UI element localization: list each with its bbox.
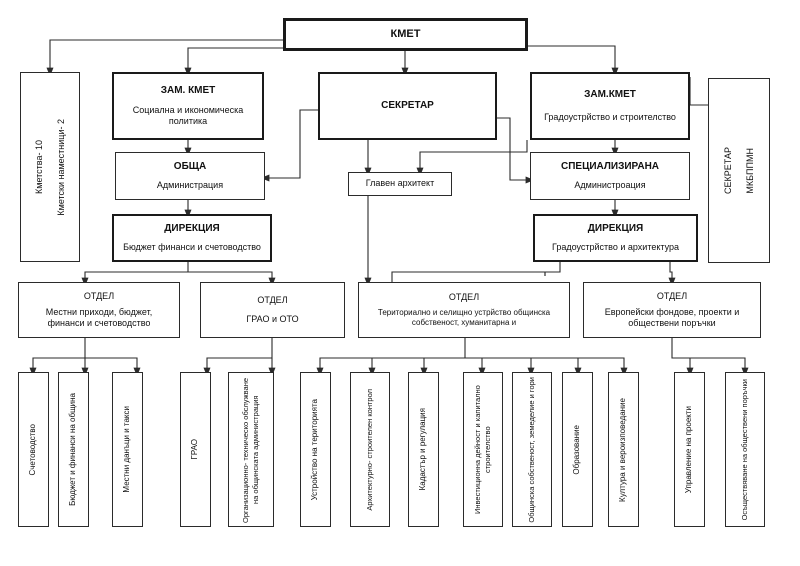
node-deputy-mayor-urban[interactable]: ЗАМ.КМЕТ Градоустрйство и строителство	[530, 72, 690, 140]
unit-box[interactable]: Кадастър и регулация	[408, 372, 439, 527]
node-deputy-mayor-social-subtitle: Социална и икономическа политика	[132, 105, 244, 127]
node-directorate-urban[interactable]: ДИРЕКЦИЯ Градоустрйство и архитектура	[533, 214, 698, 262]
node-secretary-mkbppmn[interactable]: СЕКРЕТАР МКБППМН	[708, 78, 770, 263]
department-title: ОТДЕЛ	[656, 290, 688, 301]
unit-box[interactable]: Устройство на територията	[300, 372, 331, 527]
unit-label: Управление на проекти	[684, 405, 694, 494]
department-box[interactable]: ОТДЕЛ Европейски фондове, проекти и обще…	[583, 282, 761, 338]
node-specialized-administration-title: СПЕЦИАЛИЗИРАНА	[560, 161, 660, 173]
department-subtitle: Европейски фондове, проекти и обществени…	[604, 306, 740, 329]
unit-label: Архитектурно- строителен контрол	[364, 388, 374, 511]
department-box[interactable]: ОТДЕЛ Местни приходи, бюджет, финанси и …	[18, 282, 180, 338]
node-general-administration[interactable]: ОБЩА Администрация	[115, 152, 265, 200]
unit-label: Бюджет и финанси на община	[68, 393, 78, 506]
node-chief-architect[interactable]: Главен архитект	[348, 172, 452, 196]
unit-box[interactable]: Архитектурно- строителен контрол	[350, 372, 390, 527]
node-deputy-mayor-urban-subtitle: Градоустрйство и строителство	[544, 111, 676, 122]
unit-label: Организационно- техническо обслужване на…	[240, 377, 260, 523]
department-title: ОТДЕЛ	[83, 290, 115, 301]
unit-label: Осъществяване на обществени поръчки	[739, 378, 749, 521]
department-subtitle: ГРАО и ОТО	[246, 314, 299, 324]
node-secretary-mkbppmn-line1: СЕКРЕТАР	[722, 147, 733, 194]
unit-box[interactable]: Бюджет и финанси на община	[58, 372, 89, 527]
node-deputy-mayor-social-title: ЗАМ. КМЕТ	[160, 84, 216, 96]
unit-label: Счетоводство	[28, 423, 38, 476]
unit-box[interactable]: Счетоводство	[18, 372, 49, 527]
node-mayor-title: КМЕТ	[390, 27, 421, 40]
node-deputy-mayor-social[interactable]: ЗАМ. КМЕТ Социална и икономическа полити…	[112, 72, 264, 140]
unit-box[interactable]: Осъществяване на обществени поръчки	[725, 372, 765, 527]
node-directorate-urban-subtitle: Градоустрйство и архитектура	[551, 241, 680, 252]
department-box[interactable]: ОТДЕЛ ГРАО и ОТО	[200, 282, 345, 338]
department-box[interactable]: ОТДЕЛ Териториално и селищно устрйство о…	[358, 282, 570, 338]
unit-box[interactable]: Култура и вероизповедание	[608, 372, 639, 527]
unit-box[interactable]: Общинска собственост, земеделие и гори	[512, 372, 552, 527]
unit-label: ГРАО	[190, 439, 200, 460]
node-deputy-mayor-urban-title: ЗАМ.КМЕТ	[584, 89, 636, 101]
unit-label: Култура и вероизповедание	[618, 397, 628, 502]
unit-box[interactable]: Местни данъци и такси	[112, 372, 143, 527]
unit-label: Кадастър и регулация	[418, 408, 428, 491]
unit-label: Инвестиционна дейност и капитално строит…	[472, 385, 492, 514]
node-general-administration-subtitle: Администрация	[156, 179, 224, 190]
node-mayor[interactable]: КМЕТ	[283, 18, 528, 51]
node-mayoralties[interactable]: Кметства- 10 Кметски наместници- 2	[20, 72, 80, 262]
node-secretary[interactable]: СЕКРЕТАР	[318, 72, 497, 140]
node-directorate-urban-title: ДИРЕКЦИЯ	[587, 223, 644, 235]
department-subtitle: Териториално и селищно устрйство общинск…	[377, 307, 551, 327]
node-secretary-mkbppmn-line2: МКБППМН	[745, 147, 755, 194]
node-chief-architect-title: Главен архитект	[365, 178, 435, 189]
unit-box[interactable]: Управление на проекти	[674, 372, 705, 527]
department-title: ОТДЕЛ	[257, 294, 288, 305]
node-directorate-finance-title: ДИРЕКЦИЯ	[164, 223, 220, 235]
unit-label: Устройство на територията	[310, 398, 320, 501]
unit-label: Общинска собственост, земеделие и гори	[526, 376, 536, 523]
unit-box[interactable]: Инвестиционна дейност и капитално строит…	[463, 372, 503, 527]
node-mayoralties-line1: Кметства- 10	[33, 140, 44, 194]
unit-box[interactable]: Организационно- техническо обслужване на…	[228, 372, 274, 527]
department-title: ОТДЕЛ	[448, 292, 480, 303]
node-specialized-administration[interactable]: СПЕЦИАЛИЗИРАНА Администроация	[530, 152, 690, 200]
unit-box[interactable]: Образование	[562, 372, 593, 527]
node-directorate-finance[interactable]: ДИРЕКЦИЯ Бюджет финанси и счетоводство	[112, 214, 272, 262]
department-subtitle: Местни приходи, бюджет, финанси и счетов…	[45, 306, 153, 329]
node-secretary-title: СЕКРЕТАР	[381, 99, 434, 111]
node-specialized-administration-subtitle: Администроация	[574, 179, 646, 190]
unit-label: Образование	[572, 424, 582, 475]
node-general-administration-title: ОБЩА	[173, 161, 207, 173]
node-directorate-finance-subtitle: Бюджет финанси и счетоводство	[123, 241, 261, 252]
node-mayoralties-line2: Кметски наместници- 2	[56, 118, 66, 216]
unit-label: Местни данъци и такси	[122, 406, 132, 493]
unit-box[interactable]: ГРАО	[180, 372, 211, 527]
